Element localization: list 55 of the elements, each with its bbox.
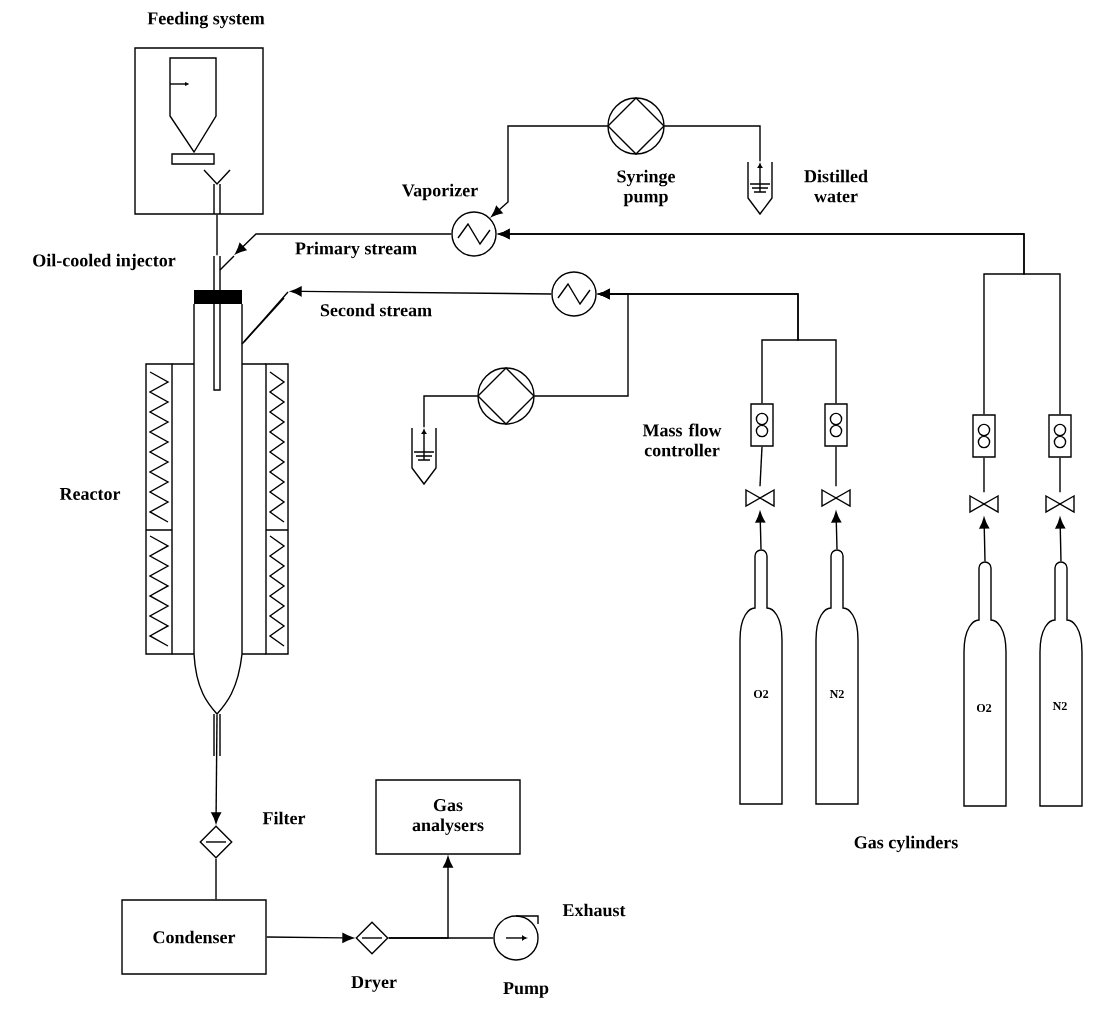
node-label: Pump	[503, 982, 549, 998]
heat-exchanger-symbol	[451, 211, 497, 257]
edge-label: Primary stream	[295, 241, 417, 259]
connector-line	[759, 446, 763, 487]
arrow	[598, 289, 837, 404]
water-vessel	[747, 161, 773, 216]
node-label: Gas analysers	[412, 799, 484, 835]
arrow	[235, 233, 452, 255]
node-label: Reactor	[59, 488, 121, 500]
connector-line	[423, 395, 478, 428]
node-label: Mass flow controller	[642, 423, 722, 457]
text-label: Exhaust	[562, 903, 626, 917]
gas-cylinder	[963, 561, 1007, 807]
flow-controller-symbol	[824, 403, 848, 447]
node-label: Syringe pump	[617, 169, 676, 207]
flow-controller-symbol	[972, 414, 996, 458]
text-label: Gas cylinders	[854, 835, 958, 853]
gas-cylinder	[815, 549, 859, 805]
arrow	[979, 517, 990, 562]
arrow	[1055, 517, 1066, 562]
gas-cylinder	[739, 549, 783, 805]
process-box	[121, 899, 267, 975]
connector-line	[215, 858, 217, 900]
process-box	[375, 779, 521, 855]
node-label: Dryer	[351, 976, 397, 992]
filter-symbol	[355, 921, 389, 955]
node-label: Distilled water	[804, 169, 868, 203]
arrow	[831, 511, 842, 550]
filter-symbol	[199, 825, 233, 859]
node-label: Condenser	[153, 930, 236, 944]
node-label: Filter	[262, 811, 306, 825]
node-label: Vaporizer	[402, 183, 478, 201]
flow-controller-symbol	[1048, 414, 1072, 458]
node-label: Feeding system	[147, 11, 265, 29]
connector-line	[388, 937, 494, 939]
arrow	[491, 125, 608, 217]
feeding-system-box	[134, 47, 264, 215]
connector-line	[1059, 457, 1061, 493]
pump-symbol	[493, 915, 539, 961]
water-vessel	[411, 427, 437, 486]
connector-line	[664, 125, 761, 162]
edge-label: Second stream	[320, 303, 432, 317]
connector-line	[983, 457, 985, 493]
connector-line	[835, 446, 837, 487]
connector-line	[216, 214, 218, 256]
arrow	[211, 713, 221, 824]
text-label: Oil-cooled injector	[33, 253, 176, 271]
flow-controller-symbol	[750, 403, 774, 447]
gas-cylinder	[1039, 561, 1083, 807]
arrow	[755, 511, 766, 550]
arrow	[290, 286, 552, 297]
pump-symbol	[607, 97, 665, 155]
arrow	[266, 932, 354, 943]
pump-symbol	[477, 367, 535, 425]
heat-exchanger-symbol	[551, 271, 597, 317]
